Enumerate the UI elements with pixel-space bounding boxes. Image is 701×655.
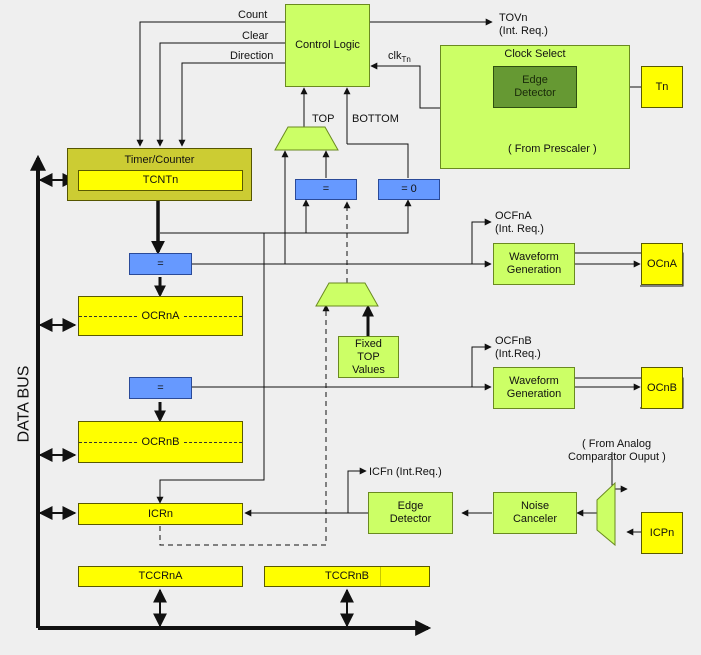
- top-comparator: =: [295, 179, 357, 200]
- from-analog-label-1: ( From Analog: [582, 438, 652, 450]
- top-mux: [274, 126, 339, 151]
- ocrnb-register: OCRnB: [78, 421, 243, 463]
- ocfnb-int-label: (Int.Req.): [495, 348, 541, 360]
- tn-pin: Tn: [641, 66, 683, 108]
- clear-signal-label: Clear: [242, 30, 269, 42]
- ocrna-label: OCRnA: [138, 309, 183, 323]
- icp-mux: [596, 481, 616, 547]
- fixed-top-values-block: Fixed TOP Values: [338, 336, 399, 378]
- ocfna-label: OCFnA: [495, 210, 532, 222]
- count-signal-label: Count: [238, 9, 268, 21]
- top-signal-label: TOP: [312, 113, 335, 125]
- waveform-generation-b: Waveform Generation: [493, 367, 575, 409]
- icrn-register: ICRn: [78, 503, 243, 525]
- fixed-top-mux: [315, 282, 379, 307]
- timer-counter-label: Timer/Counter: [124, 154, 195, 166]
- data-bus: [30, 154, 432, 636]
- from-prescaler-label: ( From Prescaler ): [508, 143, 597, 155]
- compare-b-comparator: =: [129, 377, 192, 399]
- tccrnb-register: TCCRnB: [264, 566, 430, 587]
- tccrna-register: TCCRnA: [78, 566, 243, 587]
- tcntn-register: TCNTn: [78, 170, 243, 191]
- ocfnb-label: OCFnB: [495, 335, 532, 347]
- waveform-generation-a: Waveform Generation: [493, 243, 575, 285]
- tovn-label: TOVn: [499, 12, 528, 24]
- ocnb-pin: OCnB: [641, 367, 683, 409]
- clk-label: clkTn: [388, 50, 411, 65]
- signal-lines: [136, 18, 684, 536]
- control-logic-block: Control Logic: [285, 4, 370, 87]
- from-analog-label-2: Comparator Ouput ): [568, 451, 666, 463]
- clock-select-label: Clock Select: [504, 48, 566, 60]
- tovn-int-label: (Int. Req.): [499, 25, 548, 37]
- compare-a-comparator: =: [129, 253, 192, 275]
- ocna-pin: OCnA: [641, 243, 683, 285]
- bottom-signal-label: BOTTOM: [352, 113, 399, 125]
- bottom-comparator: = 0: [378, 179, 440, 200]
- icfn-label: ICFn (Int.Req.): [369, 466, 442, 478]
- edge-detector-clk-block: Edge Detector: [493, 66, 577, 108]
- noise-canceler-block: Noise Canceler: [493, 492, 577, 534]
- clk-subscript: Tn: [401, 55, 411, 65]
- ocrna-register: OCRnA: [78, 296, 243, 336]
- direction-signal-label: Direction: [230, 50, 274, 62]
- ocfna-int-label: (Int. Req.): [495, 223, 544, 235]
- bus-stubs: [38, 173, 354, 628]
- edge-detector-ic-block: Edge Detector: [368, 492, 453, 534]
- dashed-lines: [159, 201, 351, 546]
- data-bus-label: DATA BUS: [15, 365, 33, 443]
- icpn-pin: ICPn: [641, 512, 683, 554]
- ocrnb-label: OCRnB: [138, 435, 183, 449]
- tccrnb-label: TCCRnB: [324, 570, 369, 582]
